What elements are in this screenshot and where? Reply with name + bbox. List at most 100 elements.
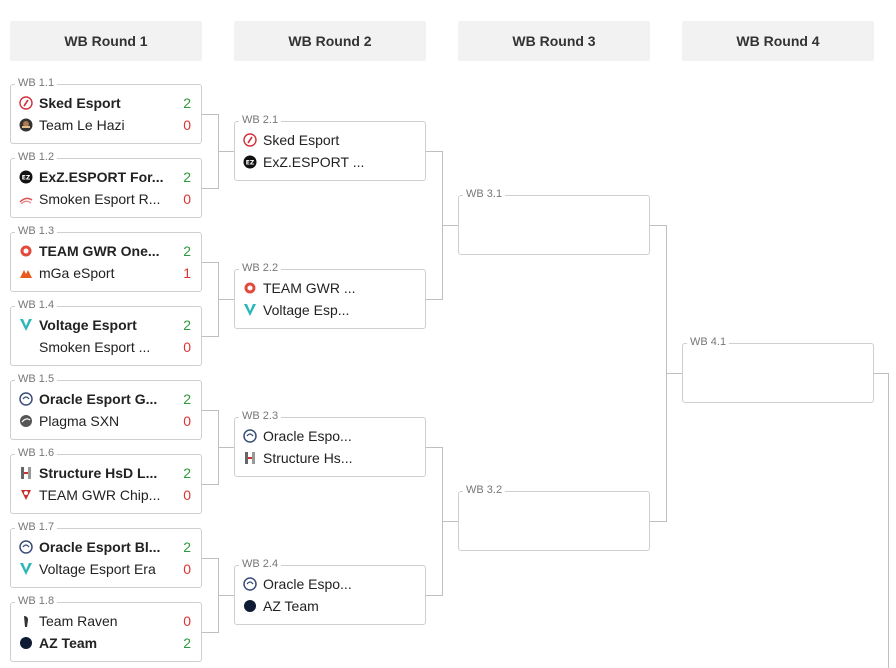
voltage-logo-icon (19, 318, 33, 332)
team-name: TEAM GWR One... (39, 243, 160, 259)
plagma-logo-icon (19, 414, 33, 428)
team-name: Voltage Esport Era (39, 561, 156, 577)
team-score: 2 (183, 317, 191, 333)
az-logo-icon (243, 599, 257, 613)
match-wb-4-1[interactable]: WB 4.1 (682, 335, 874, 403)
team-row[interactable]: Voltage Esport 2 (19, 314, 191, 336)
team-name: ExZ.ESPORT ... (263, 154, 365, 170)
team-name: mGa eSport (39, 265, 115, 281)
structure-logo-icon (243, 451, 257, 465)
team-row[interactable]: Oracle Esport Bl... 2 (19, 536, 191, 558)
oracle-logo-icon (243, 577, 257, 591)
team-score: 0 (183, 339, 191, 355)
team-score: 2 (183, 95, 191, 111)
team-name: Oracle Espo... (263, 576, 352, 592)
team-score: 0 (183, 413, 191, 429)
match-label: WB 1.7 (15, 520, 58, 534)
team-name: TEAM GWR ... (263, 280, 356, 296)
gwr-logo-icon (243, 281, 257, 295)
match-wb-3-1[interactable]: WB 3.1 (458, 187, 650, 255)
sked-logo-icon (243, 133, 257, 147)
team-row[interactable]: EZ ExZ.ESPORT For... 2 (19, 166, 191, 188)
team-name: Team Raven (39, 613, 118, 629)
team-row[interactable]: EZ ExZ.ESPORT ... (243, 151, 415, 173)
team-name: Oracle Esport Bl... (39, 539, 161, 555)
team-name: Sked Esport (263, 132, 340, 148)
svg-text:EZ: EZ (246, 160, 255, 167)
team-row[interactable]: Smoken Esport ... 0 (19, 336, 191, 358)
team-name: Team Le Hazi (39, 117, 125, 133)
team-name: Voltage Esport (39, 317, 137, 333)
team-name: ExZ.ESPORT For... (39, 169, 164, 185)
team-name: Structure Hs... (263, 450, 353, 466)
team-row[interactable]: AZ Team 2 (19, 632, 191, 654)
team-name: Oracle Espo... (263, 428, 352, 444)
team-row[interactable]: Smoken Esport R...0 (19, 188, 191, 210)
round-header-2: WB Round 2 (234, 21, 426, 61)
team-name: TEAM GWR Chip... (39, 487, 161, 503)
team-name: Sked Esport (39, 95, 121, 111)
match-label: WB 2.1 (239, 113, 282, 127)
team-name: Smoken Esport ... (39, 339, 151, 355)
team-row[interactable]: Team Raven 0 (19, 610, 191, 632)
team-score: 0 (183, 613, 191, 629)
le-hazi-logo-icon (19, 118, 33, 132)
team-score: 0 (183, 191, 191, 207)
team-row[interactable]: Sked Esport 2 (19, 92, 191, 114)
match-label: WB 1.3 (15, 224, 58, 238)
team-score: 0 (183, 487, 191, 503)
gwr-logo-icon (19, 244, 33, 258)
team-row[interactable]: AZ Team (243, 595, 415, 617)
team-score: 1 (183, 265, 191, 281)
team-row[interactable]: mGa eSport 1 (19, 262, 191, 284)
team-row[interactable]: TEAM GWR One...2 (19, 240, 191, 262)
team-name: Structure HsD L... (39, 465, 158, 481)
team-row[interactable]: TEAM GWR ... (243, 277, 415, 299)
team-row[interactable]: TEAM GWR Chip... 0 (19, 484, 191, 506)
az-logo-icon (19, 636, 33, 650)
team-score: 2 (183, 539, 191, 555)
team-row[interactable]: Oracle Esport G...2 (19, 388, 191, 410)
team-score: 2 (183, 635, 191, 651)
smoken-logo-icon (19, 192, 33, 206)
team-row[interactable]: Sked Esport (243, 129, 415, 151)
match-label: WB 4.1 (687, 335, 730, 349)
svg-text:EZ: EZ (22, 175, 31, 182)
match-label: WB 2.4 (239, 557, 282, 571)
sked-logo-icon (19, 96, 33, 110)
team-row[interactable]: Structure Hs... (243, 447, 415, 469)
team-row[interactable]: Team Le Hazi 0 (19, 114, 191, 136)
match-label: WB 3.2 (463, 483, 506, 497)
oracle-logo-icon (19, 540, 33, 554)
team-name: AZ Team (39, 635, 98, 651)
match-label: WB 2.3 (239, 409, 282, 423)
voltage-logo-icon (243, 303, 257, 317)
team-score: 0 (183, 117, 191, 133)
gwr-chip-logo-icon (19, 488, 33, 502)
match-label: WB 1.8 (15, 594, 58, 608)
team-row[interactable]: Structure HsD L...2 (19, 462, 191, 484)
team-row[interactable]: Oracle Espo... (243, 425, 415, 447)
team-row[interactable]: Oracle Espo... (243, 573, 415, 595)
round-header-3: WB Round 3 (458, 21, 650, 61)
match-wb-3-2[interactable]: WB 3.2 (458, 483, 650, 551)
team-score: 2 (183, 391, 191, 407)
team-row[interactable]: Voltage Esp... (243, 299, 415, 321)
voltage-logo-icon (19, 562, 33, 576)
team-score: 2 (183, 169, 191, 185)
match-label: WB 2.2 (239, 261, 282, 275)
